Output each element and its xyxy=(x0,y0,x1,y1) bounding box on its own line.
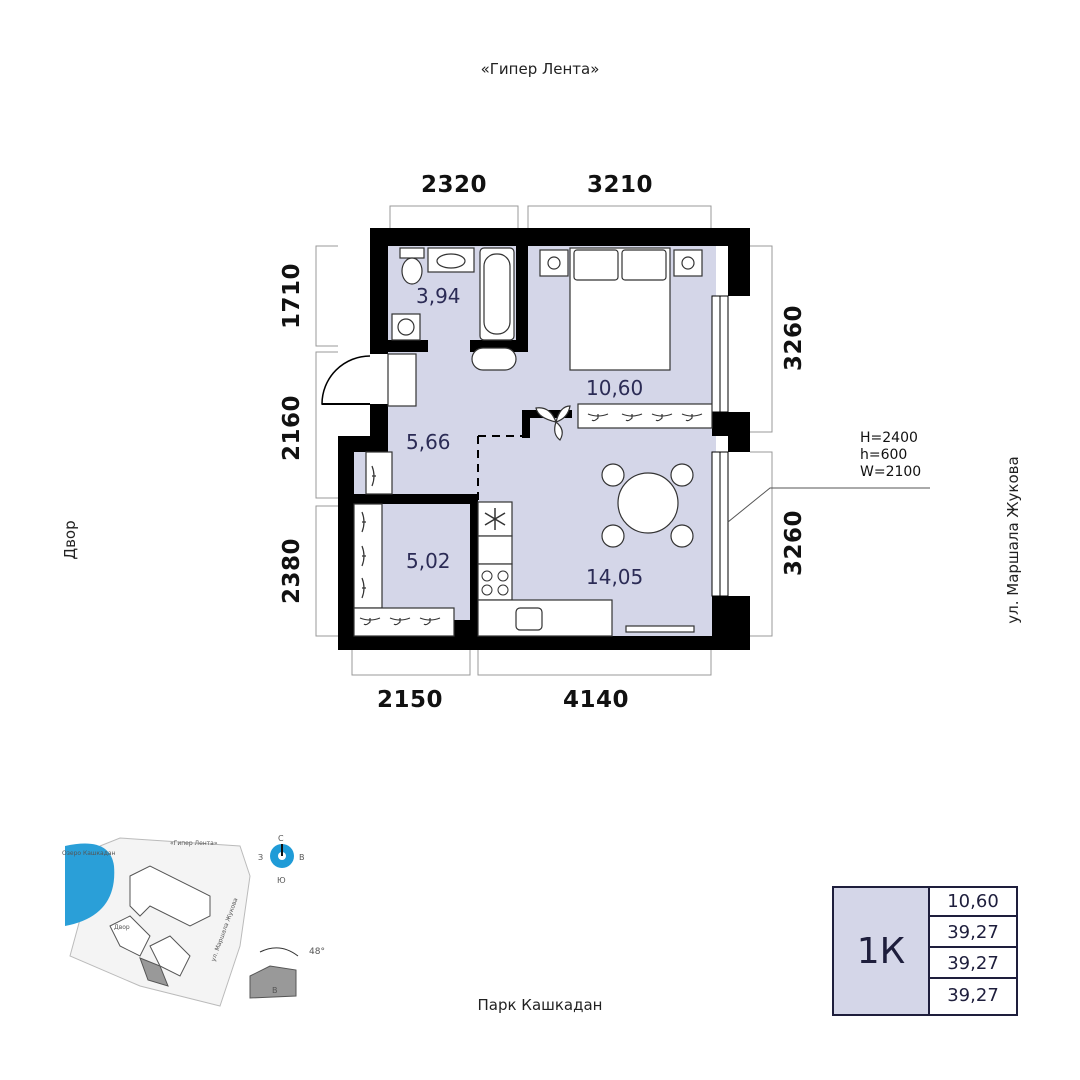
apartment-type: 1К xyxy=(834,888,930,1014)
orientation-angle: 48° xyxy=(309,947,325,957)
compass-west: З xyxy=(258,853,264,862)
summary-value-4: 39,27 xyxy=(947,985,999,1006)
walls xyxy=(338,228,750,650)
dimension-left-1: 1710 xyxy=(279,262,305,330)
stove-burners xyxy=(481,570,509,596)
street-label-top: «Гипер Лента» xyxy=(480,60,600,78)
snowflake-icon xyxy=(484,508,506,530)
site-plan-lake xyxy=(65,843,115,926)
compass-south: Ю xyxy=(277,876,286,885)
window-spec-sill: h=600 xyxy=(860,447,908,463)
dimension-left-3: 2380 xyxy=(279,537,305,605)
site-top-label: «Гипер Лента» xyxy=(170,840,218,847)
site-plan-highlighted-building xyxy=(139,957,169,987)
entrance-door xyxy=(321,354,388,405)
site-plan xyxy=(65,837,299,1007)
room-area-bathroom: 3,94 xyxy=(416,284,461,308)
plant-icon xyxy=(535,405,571,441)
summary-value-1: 10,60 xyxy=(930,888,1016,917)
dimension-guides xyxy=(315,205,773,676)
dimension-top-right: 3210 xyxy=(586,172,654,198)
window-spec-height: H=2400 xyxy=(860,430,918,446)
orientation-arc xyxy=(259,947,299,957)
room-area-wardrobe: 5,02 xyxy=(406,549,451,573)
room-area-hall: 5,66 xyxy=(406,430,451,454)
site-yard-label: Двор xyxy=(114,924,130,931)
zone-separators xyxy=(477,435,522,500)
dimension-right-2: 3260 xyxy=(781,509,807,577)
site-plan-buildings xyxy=(109,865,211,977)
room-area-kitchen: 14,05 xyxy=(586,565,644,589)
window-spec-width: W=2100 xyxy=(860,464,922,480)
fixtures xyxy=(353,247,713,637)
window-spec-leader xyxy=(727,487,930,523)
dimension-left-2: 2160 xyxy=(279,394,305,462)
orientation-section: В xyxy=(272,986,278,995)
street-label-bottom: Парк Кашкадан xyxy=(477,996,603,1014)
room-area-bedroom: 10,60 xyxy=(586,376,644,400)
dimension-right-1: 3260 xyxy=(781,304,807,372)
dining-chairs xyxy=(601,463,694,548)
site-plan-ground xyxy=(69,837,251,1007)
site-lake-label: Озеро Кашкадан xyxy=(62,850,116,857)
compass-north: С xyxy=(278,834,284,843)
apartment-summary: 1К 10,60 39,27 39,27 39,27 xyxy=(832,886,1018,1016)
dimension-bottom-right: 4140 xyxy=(562,687,630,713)
summary-value-3: 39,27 xyxy=(930,950,1016,979)
hangers xyxy=(359,413,703,626)
window-spec: H=2400 h=600 W=2100 xyxy=(860,430,921,481)
dimension-top-left: 2320 xyxy=(420,172,488,198)
dimension-bottom-left: 2150 xyxy=(376,687,444,713)
compass-icon xyxy=(270,844,294,868)
orientation-block xyxy=(249,965,297,999)
compass-east: В xyxy=(299,853,305,862)
summary-value-2: 39,27 xyxy=(930,919,1016,948)
